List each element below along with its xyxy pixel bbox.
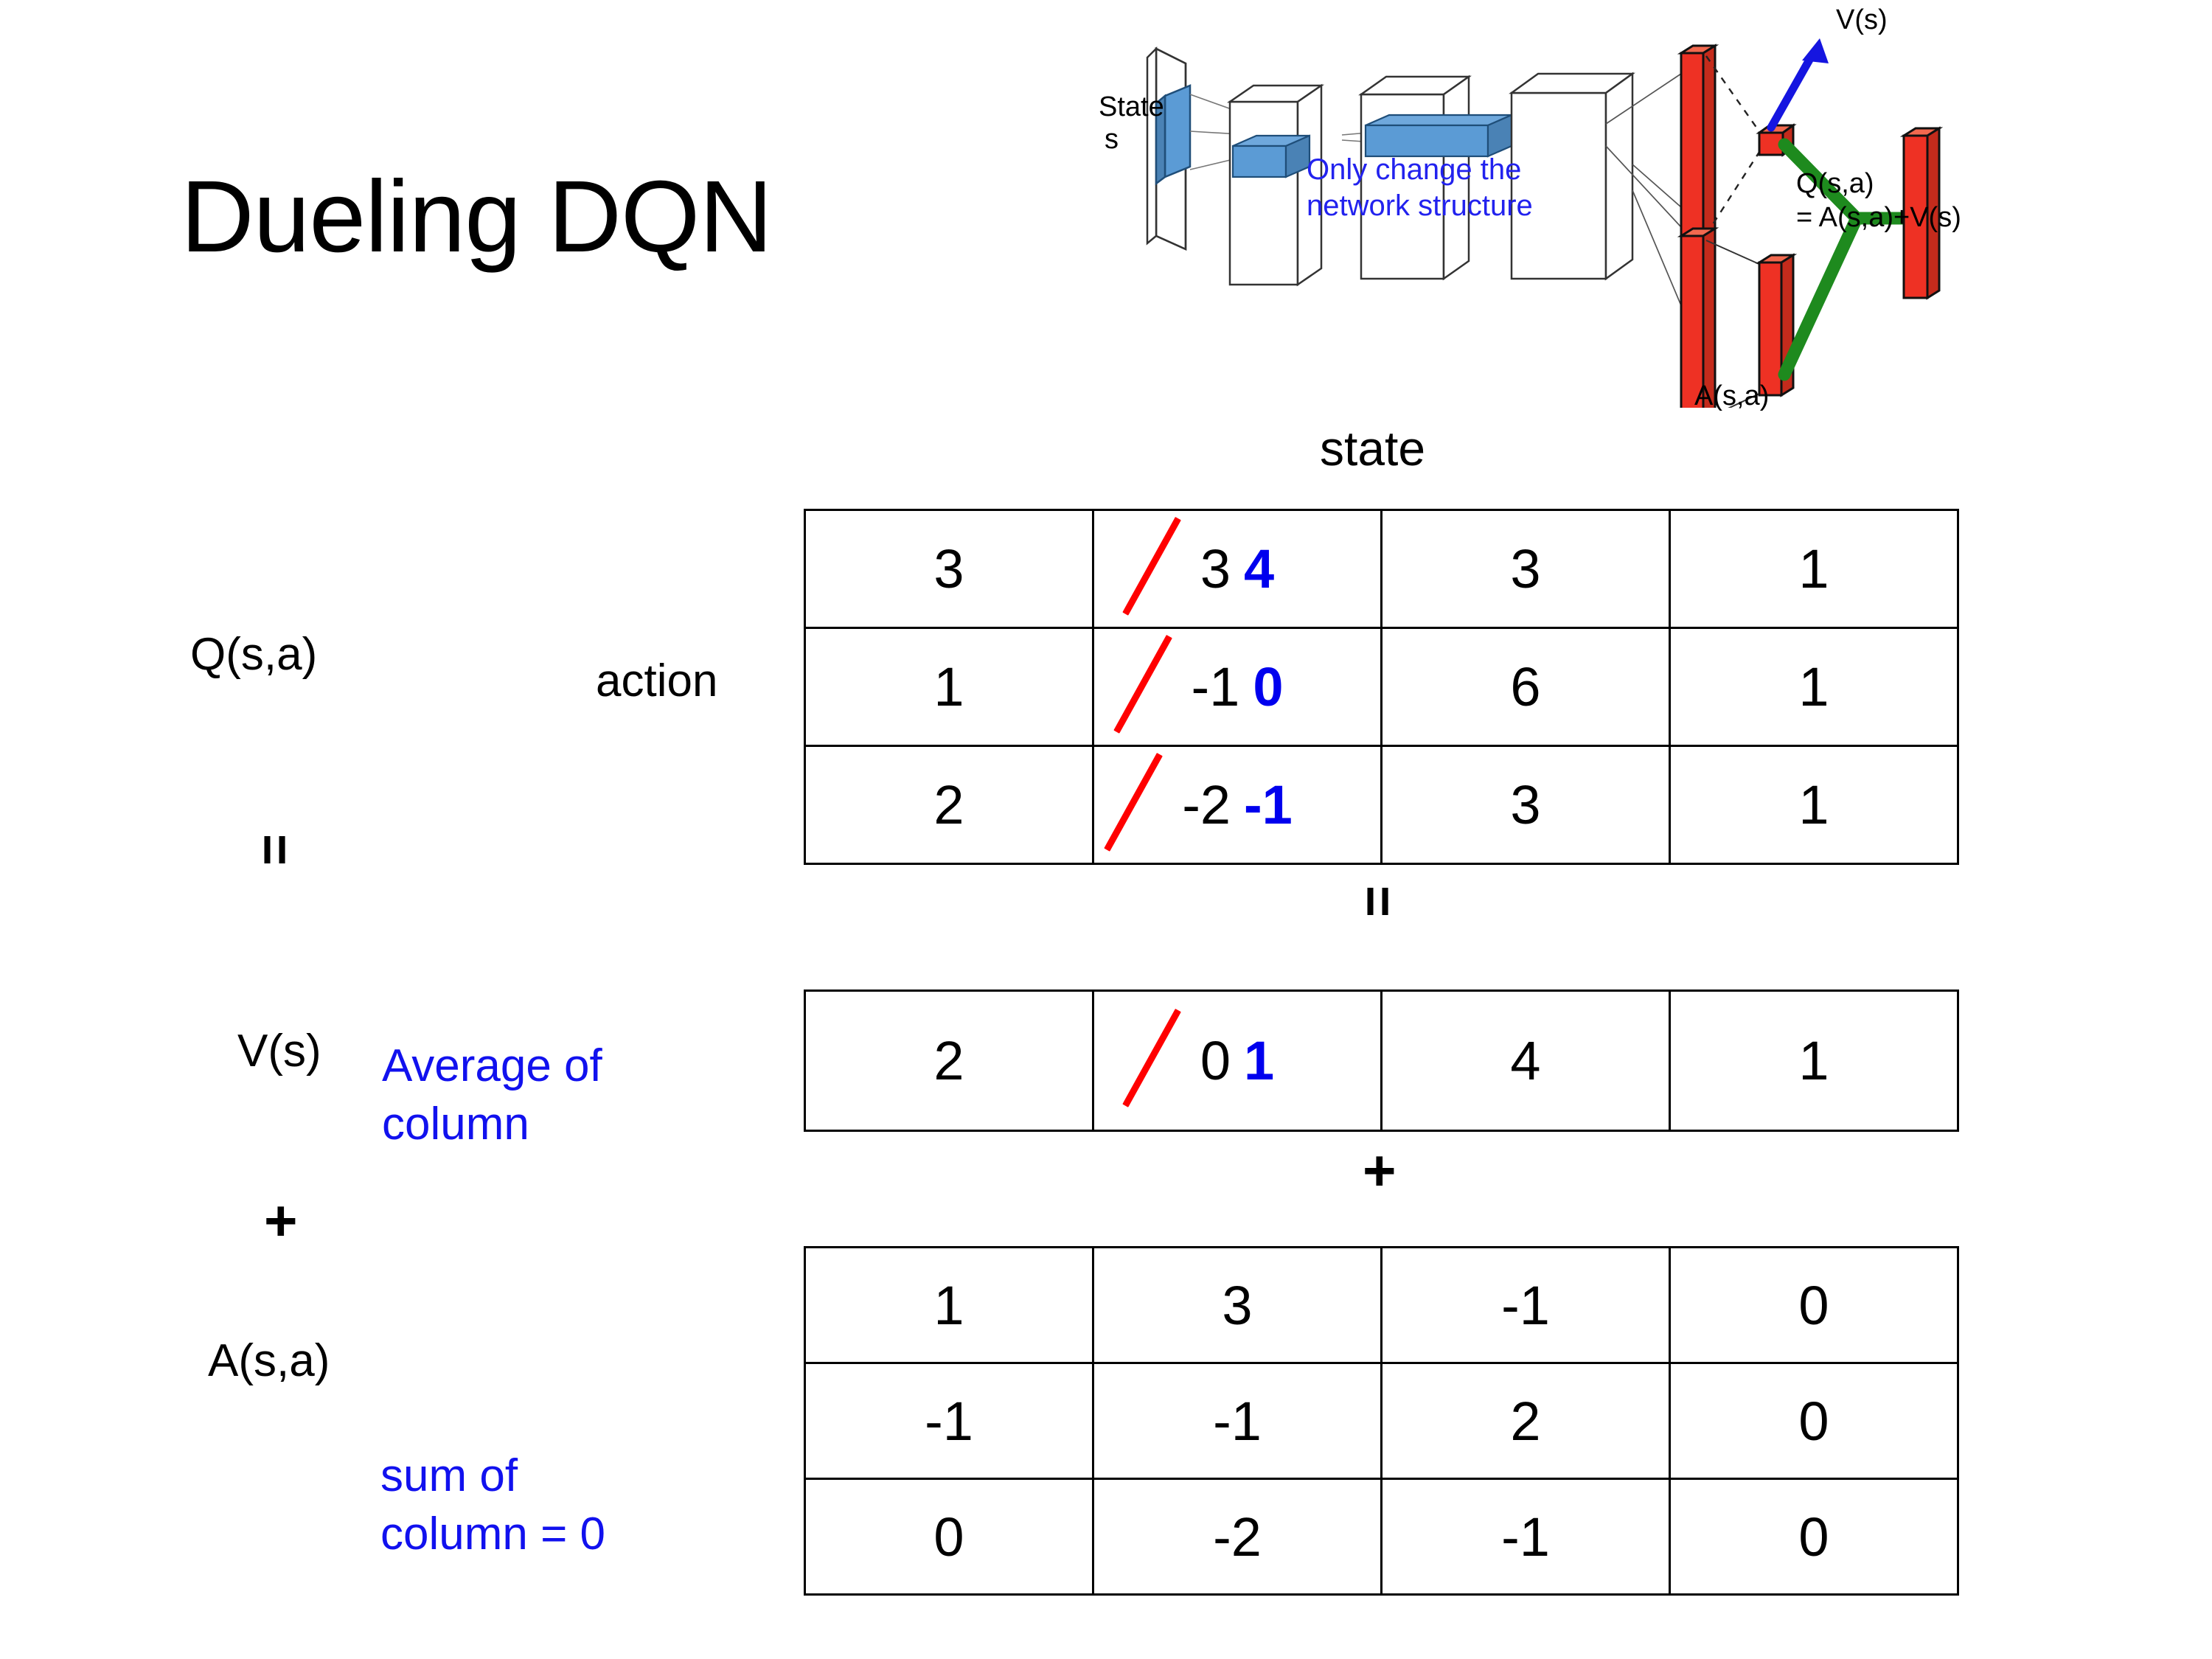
table-cell: 2 [804,990,1094,1132]
table-cell: 3 [1380,509,1671,629]
diagram-note-text: Only change the network structure [1307,153,1533,222]
corrected-new-value: 1 [1244,1030,1275,1091]
diagram-state-label-line1: State [1099,91,1164,122]
table-cell: 6 [1380,627,1671,747]
network-diagram-svg [1146,38,1944,408]
corrected-new-value: -1 [1244,774,1293,835]
table-cell: -1 [1380,1478,1671,1596]
table-cell: 3 [1380,745,1671,865]
v-function-label: V(s) [237,1026,321,1077]
equals-sign-middle: = [1348,885,1410,918]
diagram-q-label-line1: Q(s,a) [1796,168,1874,199]
table-cell: -2-1 [1092,745,1382,865]
table-cell: -1 [804,1362,1094,1480]
a-function-label: A(s,a) [208,1335,330,1386]
table-cell: -1 [1380,1246,1671,1364]
table-cell: 0 [1669,1362,1959,1480]
table-cell: 0 [804,1478,1094,1596]
table-cell: 1 [1669,509,1959,629]
struck-old-value: -2 [1182,774,1231,835]
equals-sign-left: = [245,833,307,866]
diagram-q-label-line2: = A(s,a)+V(s) [1796,202,1961,233]
corrected-new-value: 0 [1253,656,1284,717]
action-axis-label: action [596,655,718,706]
state-axis-label: state [1320,421,1426,476]
corrected-new-value: 4 [1244,538,1275,599]
a-note-text: sum of column = 0 [380,1450,606,1560]
edited-cell: -2-1 [1182,773,1293,836]
table-cell: 1 [804,1246,1094,1364]
plus-sign-left: + [264,1188,298,1253]
dueling-network-diagram: State s Only change the network structur… [1099,4,2212,411]
table-cell: 1 [1669,990,1959,1132]
table-cell: -1 [1092,1362,1382,1480]
q-function-label: Q(s,a) [190,629,318,680]
table-cell: -2 [1092,1478,1382,1596]
diagram-value-label: V(s) [1836,4,1888,35]
table-cell: 1 [1669,627,1959,747]
struck-old-value: 0 [1200,1030,1231,1091]
table-cell: 4 [1380,990,1671,1132]
struck-old-value: 3 [1200,538,1231,599]
table-cell: 1 [804,627,1094,747]
table-cell: 0 [1669,1478,1959,1596]
value-arrow [1767,38,1829,132]
table-cell: 3 [804,509,1094,629]
table-cell: 0 [1669,1246,1959,1364]
struck-old-value: -1 [1191,656,1240,717]
table-cell: 2 [804,745,1094,865]
table-cell: 3 [1092,1246,1382,1364]
plus-sign-middle: + [1363,1138,1397,1203]
diagram-state-label-line2: s [1105,124,1119,155]
table-cell: 2 [1380,1362,1671,1480]
diagram-advantage-label: A(s,a) [1694,380,1770,411]
v-note-text: Average of column [382,1040,602,1150]
table-cell: 1 [1669,745,1959,865]
page-title: Dueling DQN [181,160,773,274]
